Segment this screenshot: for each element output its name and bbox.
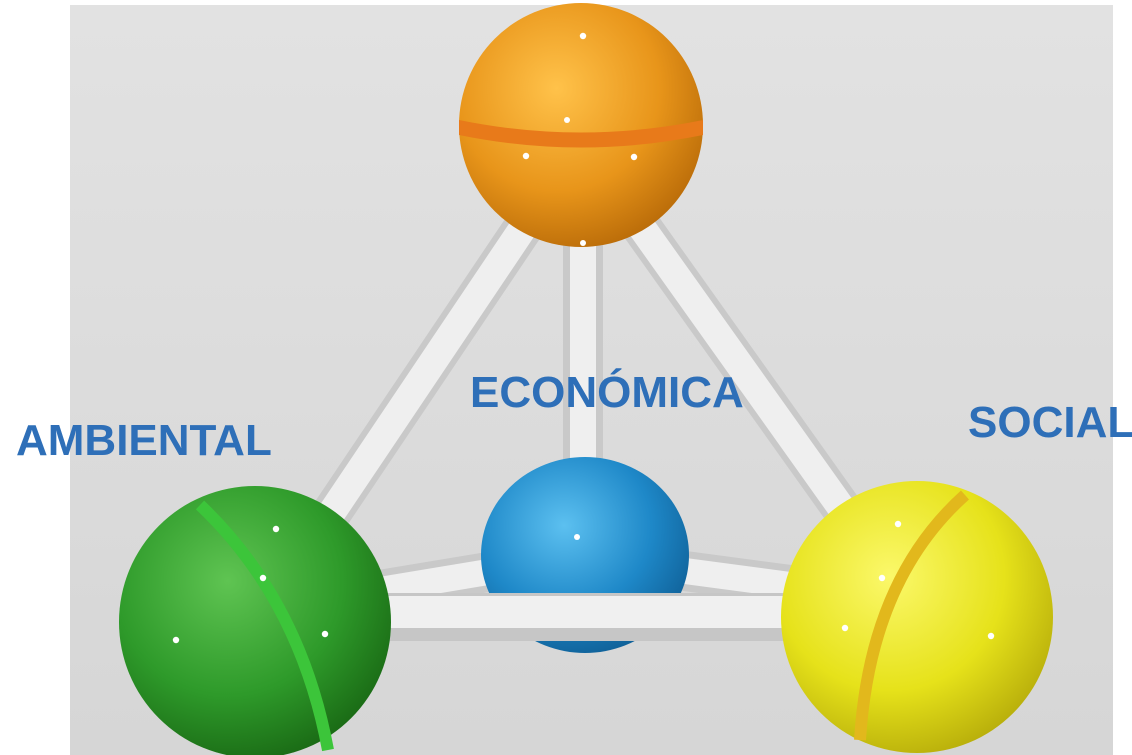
sphere-right-yellow bbox=[781, 481, 1053, 753]
label-economica: ECONÓMICA bbox=[470, 368, 744, 417]
label-social: SOCIAL bbox=[968, 398, 1132, 447]
rod-left-right bbox=[346, 593, 824, 641]
sphere-top-orange bbox=[459, 3, 703, 247]
sphere-left-green bbox=[119, 486, 391, 755]
label-ambiental: AMBIENTAL bbox=[16, 416, 272, 465]
